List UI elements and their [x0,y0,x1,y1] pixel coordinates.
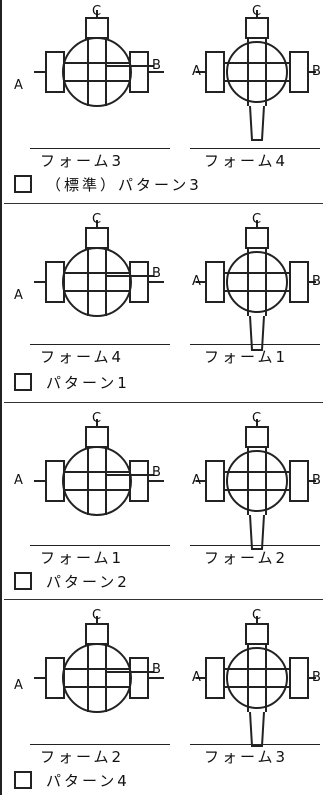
pattern-panel-4: C A B C A B フォーム2 フォーム3 パター [4,600,323,795]
pattern-option-label: パターン4 [46,771,130,790]
port-label-a: A [192,473,201,488]
right-form-caption: フォーム2 [204,549,289,567]
caption-underline [190,148,320,149]
port-label-b: B [152,58,161,73]
pattern-option-label: （標準）パターン3 [46,175,202,194]
port-label-c: C [252,212,262,227]
left-form-caption: フォーム3 [40,152,125,170]
right-form-caption: フォーム1 [204,348,289,366]
pattern-option[interactable]: パターン2 [14,570,130,592]
three-way-valve-left-diagram [34,10,164,107]
three-way-valve-right-diagram [196,220,316,351]
port-label-c: C [92,608,102,623]
pattern-option-label: パターン2 [46,572,130,591]
port-label-b: B [152,266,161,281]
pattern-panel-2: C A B C A B フォーム4 フォーム1 パター [4,204,323,402]
three-way-valve-right-diagram [196,616,316,747]
port-label-c: C [92,4,102,19]
three-way-valve-left-diagram [34,616,164,713]
three-way-valve-left-diagram [34,220,164,317]
panel-divider [4,203,323,204]
port-label-c: C [92,411,102,426]
port-label-a: A [192,64,201,79]
three-way-valve-right-diagram [196,419,316,550]
panel-divider [4,402,323,403]
port-label-c: C [252,411,262,426]
pattern-checkbox[interactable] [14,175,32,193]
caption-underline [190,545,320,546]
caption-underline [30,744,170,745]
pattern-panel-1: C A B C A B フォーム3 フォーム4 [4,0,323,203]
pattern-option[interactable]: パターン4 [14,769,130,791]
three-way-valve-left-diagram [34,419,164,516]
caption-underline [30,545,170,546]
pattern-panel-3: C A B C A B フォーム1 フォーム2 パター [4,403,323,599]
pattern-checkbox[interactable] [14,572,32,590]
port-label-a: A [14,473,23,488]
pattern-option[interactable]: パターン1 [14,371,130,393]
pattern-option-label: パターン1 [46,373,130,392]
left-form-caption: フォーム2 [40,748,125,766]
port-label-b: B [312,473,321,488]
pattern-option[interactable]: （標準）パターン3 [14,173,202,195]
right-form-caption: フォーム4 [204,152,289,170]
port-label-a: A [14,288,23,303]
port-label-a: A [14,78,23,93]
port-label-a: A [192,274,201,289]
left-form-caption: フォーム1 [40,549,125,567]
port-label-c: C [252,608,262,623]
panel-divider [4,599,323,600]
caption-underline [190,344,320,345]
port-label-c: C [92,212,102,227]
right-form-caption: フォーム3 [204,748,289,766]
port-label-b: B [312,274,321,289]
port-label-b: B [312,670,321,685]
pattern-checkbox[interactable] [14,771,32,789]
caption-underline [30,344,170,345]
port-label-a: A [192,670,201,685]
three-way-valve-right-diagram [196,10,316,141]
left-form-caption: フォーム4 [40,348,125,366]
port-label-a: A [14,678,23,693]
port-label-b: B [312,64,321,79]
port-label-b: B [152,465,161,480]
port-label-c: C [252,4,262,19]
caption-underline [30,148,170,149]
port-label-b: B [152,662,161,677]
caption-underline [190,744,320,745]
pattern-checkbox[interactable] [14,373,32,391]
